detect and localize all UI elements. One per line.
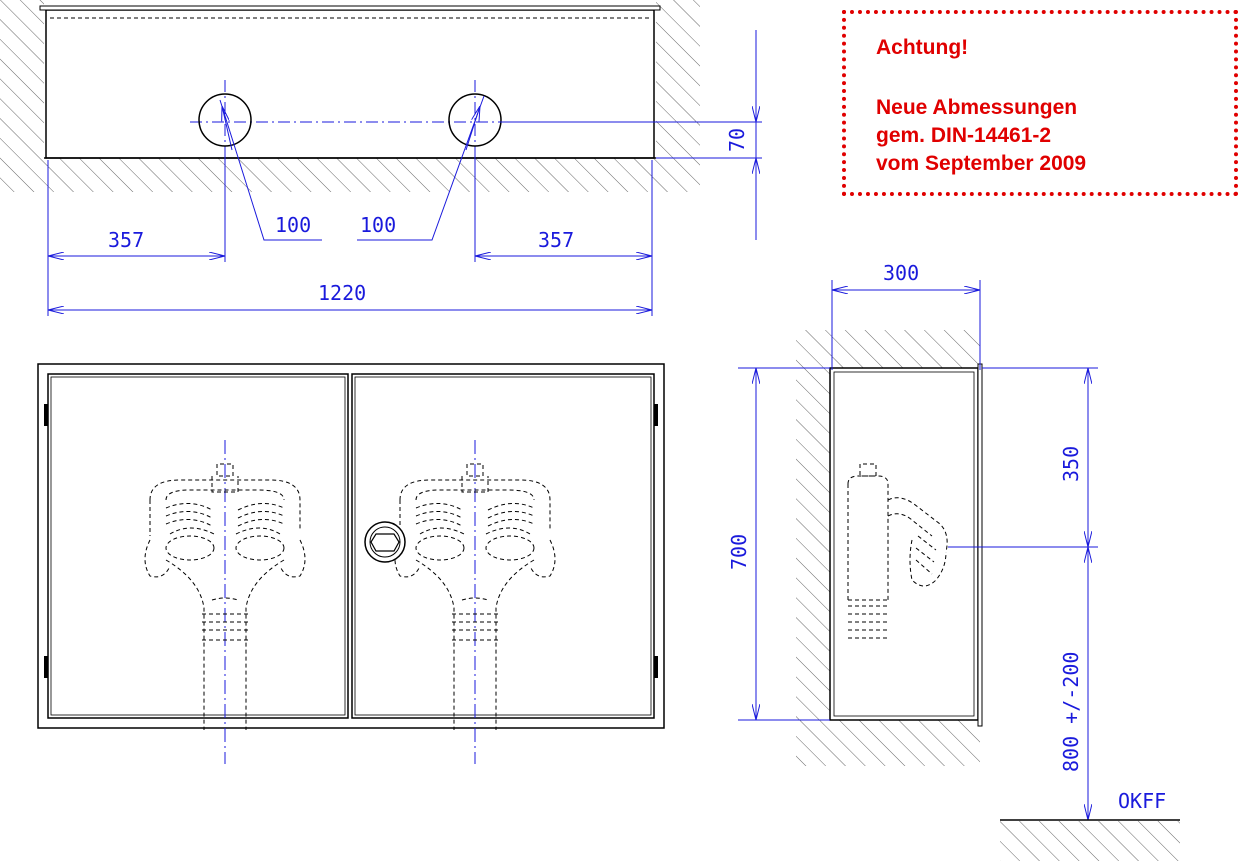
dim-pipe-left-diameter: 100 — [275, 213, 311, 237]
door-left — [47, 373, 349, 719]
dim-top-total-width: 1220 — [318, 281, 366, 305]
front-view — [37, 363, 665, 764]
floor-hatch — [1000, 821, 1180, 861]
dim-side-depth: 300 — [883, 261, 919, 285]
notice-heading: Achtung! — [876, 36, 969, 59]
dim-side-height: 700 — [727, 534, 751, 570]
dim-pipe-right-diameter: 100 — [360, 213, 396, 237]
attention-notice: Achtung! Neue Abmessungen gem. DIN-14461… — [842, 10, 1238, 196]
valve-right — [394, 463, 556, 730]
side-floor-hatch — [830, 720, 980, 766]
notice-line-1: Neue Abmessungen — [876, 96, 1078, 119]
dim-side-upper: 350 — [1059, 446, 1083, 482]
dim-side-lower: 800 +/-200 — [1059, 652, 1083, 772]
wall-hatch-bottom — [44, 158, 656, 192]
cabinet-side-outline — [829, 367, 979, 721]
cabinet-top-outline — [45, 9, 655, 159]
valve-left — [144, 463, 306, 730]
pipe-right-circle — [448, 93, 502, 147]
cabinet-top-rim — [39, 5, 661, 11]
valve-side — [847, 463, 948, 639]
wall-hatch-left — [0, 0, 44, 192]
side-view: 300 700 350 800 +/-200 OKFF — [727, 261, 1180, 861]
dim-top-right-offset: 357 — [538, 228, 574, 252]
door-right — [351, 373, 655, 719]
wall-hatch-right — [656, 0, 700, 192]
cabinet-front-outline — [37, 363, 665, 729]
side-ceiling-hatch — [830, 330, 980, 368]
notice-line-3: vom September 2009 — [876, 152, 1087, 175]
dim-pipe-height: 70 — [725, 128, 749, 152]
notice-line-2: gem. DIN-14461-2 — [876, 124, 1052, 147]
door-edge — [977, 363, 983, 727]
lock-icon — [364, 521, 406, 563]
floor-label: OKFF — [1118, 789, 1166, 813]
dim-top-left-offset: 357 — [108, 228, 144, 252]
side-wall-hatch — [796, 330, 830, 766]
top-view: 100 100 70 357 357 1220 — [0, 0, 762, 316]
pipe-left-circle — [198, 93, 252, 147]
